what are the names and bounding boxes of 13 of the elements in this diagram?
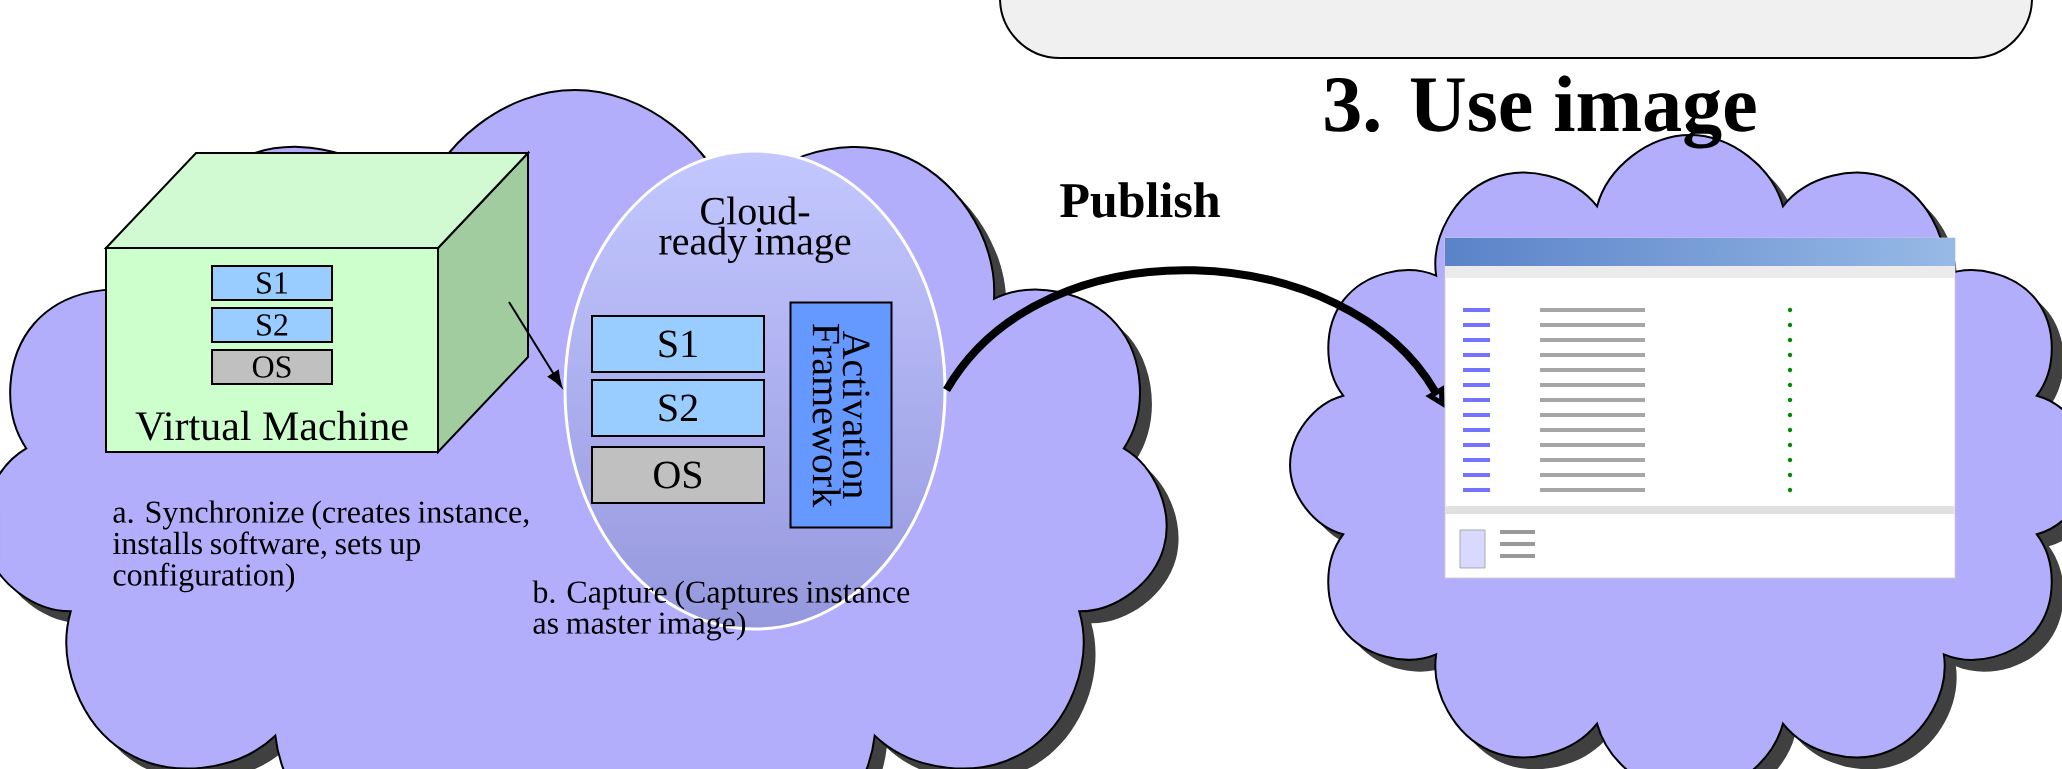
arrow xyxy=(508,301,563,388)
framework-box: Activation Framework xyxy=(789,301,893,529)
layer-box: S1 xyxy=(211,265,333,301)
edge-label: Publish xyxy=(1055,178,1225,222)
layer-box: S2 xyxy=(211,307,333,343)
layer-box: OS xyxy=(211,349,333,385)
heading: 3. Use image xyxy=(1325,75,1756,149)
caption-text: b. Capture (Captures instance as master image) xyxy=(532,580,910,641)
layer-box: S1 xyxy=(591,315,765,373)
caption-text: a. Synchronize (creates instance, installs software, sets up configuration) xyxy=(113,500,529,593)
layer-box: OS xyxy=(591,446,765,504)
layer-box: S2 xyxy=(591,379,765,437)
screenshot-picture xyxy=(1444,237,1956,579)
